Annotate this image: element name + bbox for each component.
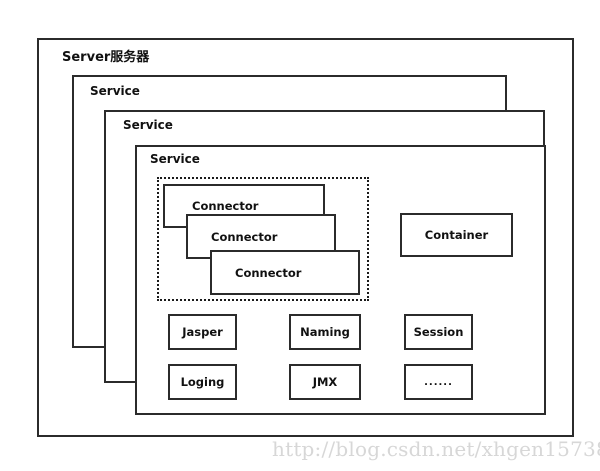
container-box: Container	[400, 213, 513, 257]
module-label-loging: Loging	[180, 375, 225, 389]
connector-label-3: Connector	[235, 265, 302, 280]
module-label-ellipsis: ......	[424, 376, 453, 388]
connector-label-2: Connector	[211, 229, 278, 244]
module-label-jasper: Jasper	[182, 325, 223, 339]
service-label-3: Service	[150, 152, 200, 166]
module-box-session: Session	[404, 314, 473, 350]
connector-box-3: Connector	[210, 250, 360, 295]
connector-group-dotted-border	[157, 177, 369, 301]
module-box-loging: Loging	[168, 364, 237, 400]
module-label-jmx: JMX	[312, 375, 338, 389]
module-box-naming: Naming	[289, 314, 361, 350]
module-box-ellipsis: ......	[404, 364, 473, 400]
module-box-jmx: JMX	[289, 364, 361, 400]
connector-label-1: Connector	[192, 199, 259, 213]
module-label-naming: Naming	[300, 325, 350, 339]
module-label-session: Session	[413, 325, 464, 339]
service-label-2: Service	[123, 118, 173, 132]
watermark-url: http://blog.csdn.net/xhgen157387	[272, 437, 600, 461]
container-label: Container	[424, 228, 489, 242]
server-label: Server服务器	[62, 50, 150, 65]
module-box-jasper: Jasper	[168, 314, 237, 350]
service-label-1: Service	[90, 84, 140, 98]
